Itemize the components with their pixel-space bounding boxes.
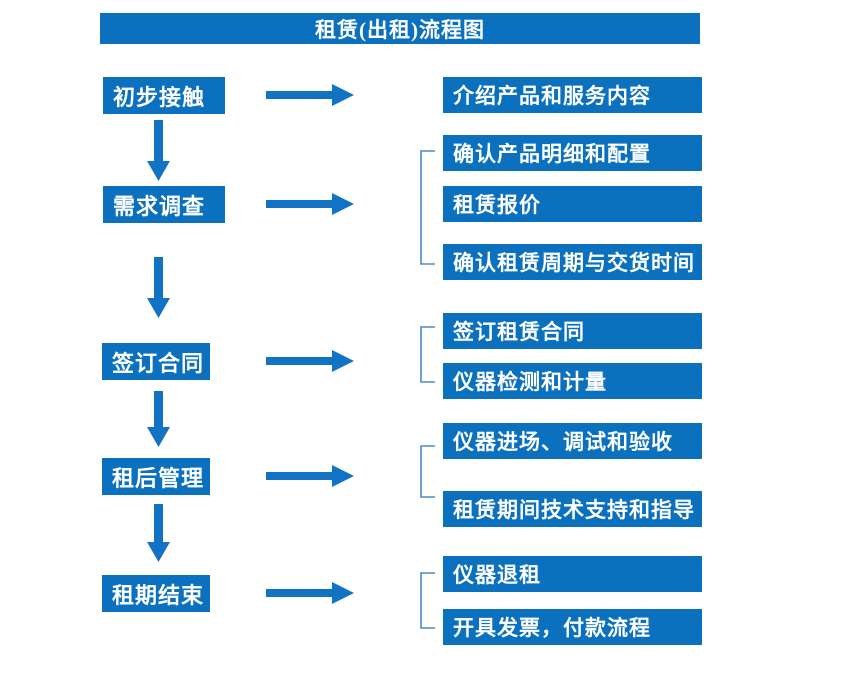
detail-box-sign-rental-contract: 签订租赁合同 — [443, 313, 702, 349]
arrow-down-icon — [147, 504, 170, 562]
flowchart-title: 租赁(出租)流程图 — [100, 13, 700, 44]
arrow-right-icon — [266, 193, 354, 215]
detail-box-introduce-products: 介绍产品和服务内容 — [443, 77, 702, 113]
arrow-right-icon — [266, 582, 354, 604]
detail-box-confirm-product-details: 确认产品明细和配置 — [443, 135, 702, 171]
stage-box-sign-contract: 签订合同 — [102, 343, 210, 380]
detail-box-rental-quote: 租赁报价 — [443, 186, 702, 222]
arrow-down-icon — [147, 391, 170, 447]
arrow-right-icon — [266, 84, 354, 106]
detail-box-invoice-payment: 开具发票，付款流程 — [443, 609, 702, 645]
stage-box-post-rental-management: 租后管理 — [102, 458, 210, 495]
stage-box-demand-survey: 需求调查 — [103, 186, 225, 223]
detail-box-instrument-return: 仪器退租 — [443, 556, 702, 592]
arrow-right-icon — [266, 350, 354, 372]
stage-box-lease-end: 租期结束 — [102, 575, 210, 612]
bracket-connector — [420, 326, 435, 383]
bracket-connector — [420, 150, 435, 265]
arrow-down-icon — [147, 257, 170, 318]
bracket-connector — [420, 572, 435, 629]
stage-box-initial-contact: 初步接触 — [103, 77, 225, 114]
detail-box-instrument-testing: 仪器检测和计量 — [443, 363, 702, 399]
detail-box-instrument-setup-acceptance: 仪器进场、调试和验收 — [443, 423, 702, 459]
detail-box-rental-tech-support: 租赁期间技术支持和指导 — [443, 491, 702, 527]
arrow-down-icon — [147, 120, 170, 181]
bracket-connector — [420, 445, 435, 498]
detail-box-confirm-period-delivery: 确认租赁周期与交货时间 — [443, 244, 702, 280]
arrow-right-icon — [266, 465, 354, 487]
